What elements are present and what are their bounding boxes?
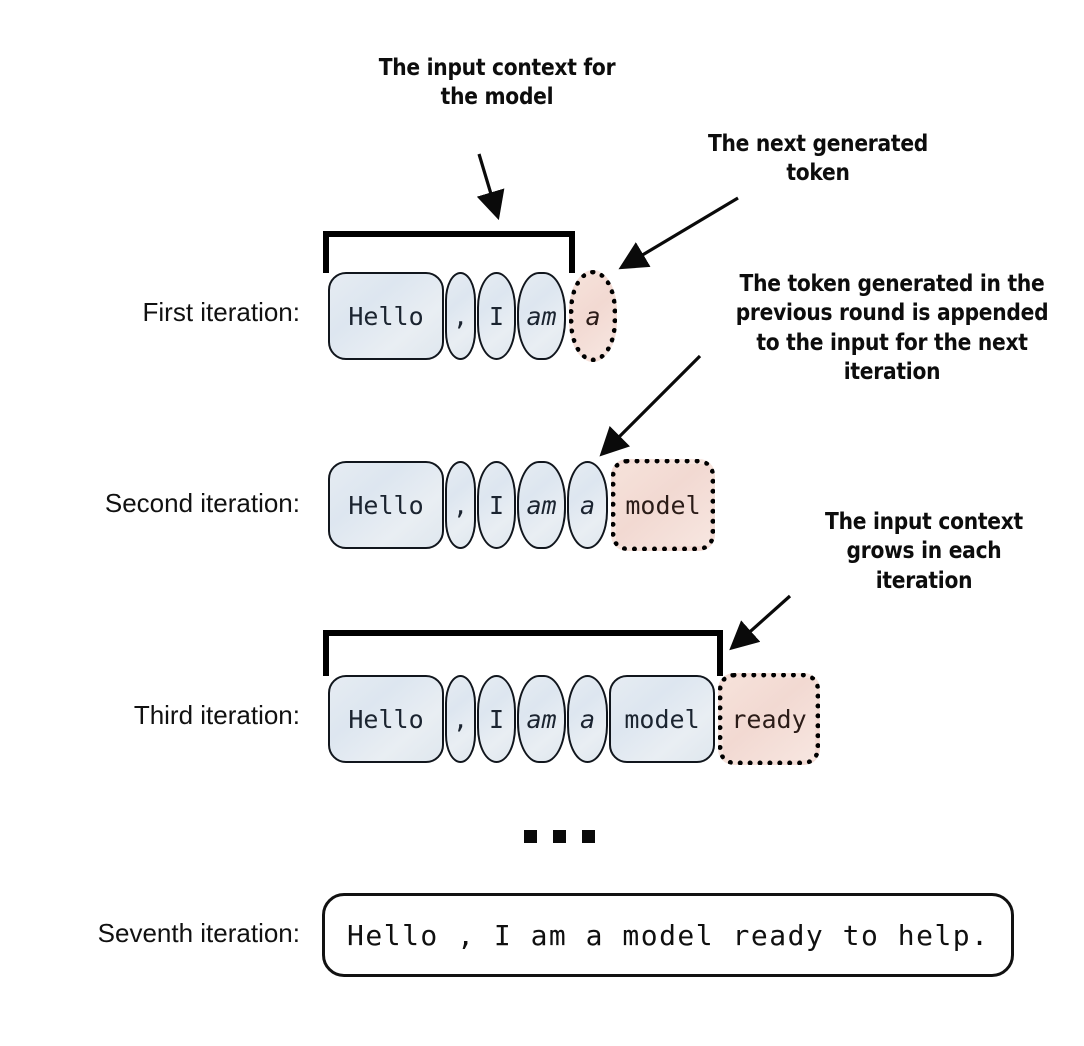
token-am: am — [517, 461, 566, 549]
token-comma: , — [445, 675, 476, 763]
row-label-second: Second iteration: — [104, 488, 300, 518]
arrow-input-context — [476, 153, 505, 221]
ellipsis-dot — [524, 830, 537, 843]
ellipsis-dot — [582, 830, 595, 843]
token-comma: , — [445, 461, 476, 549]
token-model: model — [609, 675, 715, 763]
token-i: I — [477, 272, 516, 360]
token-am: am — [517, 272, 566, 360]
final-sentence-box: Hello , I am a model ready to help. — [322, 893, 1014, 977]
token-comma: , — [445, 272, 476, 360]
row-label-first: First iteration: — [142, 297, 301, 327]
token-hello: Hello — [328, 675, 444, 763]
token-hello: Hello — [328, 272, 444, 360]
ellipsis-indicator — [524, 830, 595, 843]
token-hello: Hello — [328, 461, 444, 549]
token-i: I — [477, 461, 516, 549]
token-row-third: Hello , I am a model ready — [328, 671, 821, 767]
row-label-seventh: Seventh iteration: — [97, 918, 300, 948]
arrow-next-token — [618, 196, 739, 270]
token-a: a — [567, 675, 608, 763]
context-bracket-third — [323, 630, 723, 676]
arrow-grows — [729, 594, 792, 651]
token-row-first: Hello , I am a — [328, 268, 618, 364]
token-am: am — [517, 675, 566, 763]
context-bracket-first — [323, 231, 575, 273]
ellipsis-dot — [553, 830, 566, 843]
callout-appended: The token generated in the previous roun… — [735, 271, 1049, 386]
generated-token-a: a — [569, 270, 617, 362]
token-i: I — [477, 675, 516, 763]
token-a: a — [567, 461, 608, 549]
final-sentence-text: Hello , I am a model ready to help. — [347, 918, 990, 952]
generated-token-model: model — [611, 459, 715, 551]
row-label-third: Third iteration: — [133, 700, 300, 730]
token-row-second: Hello , I am a model — [328, 457, 716, 553]
callout-grows: The input context grows in each iteratio… — [825, 509, 1023, 594]
generated-token-ready: ready — [718, 673, 820, 765]
arrow-appended — [599, 354, 702, 457]
callout-next-token: The next generated token — [707, 131, 929, 187]
callout-input-context: The input context for the model — [378, 55, 616, 111]
